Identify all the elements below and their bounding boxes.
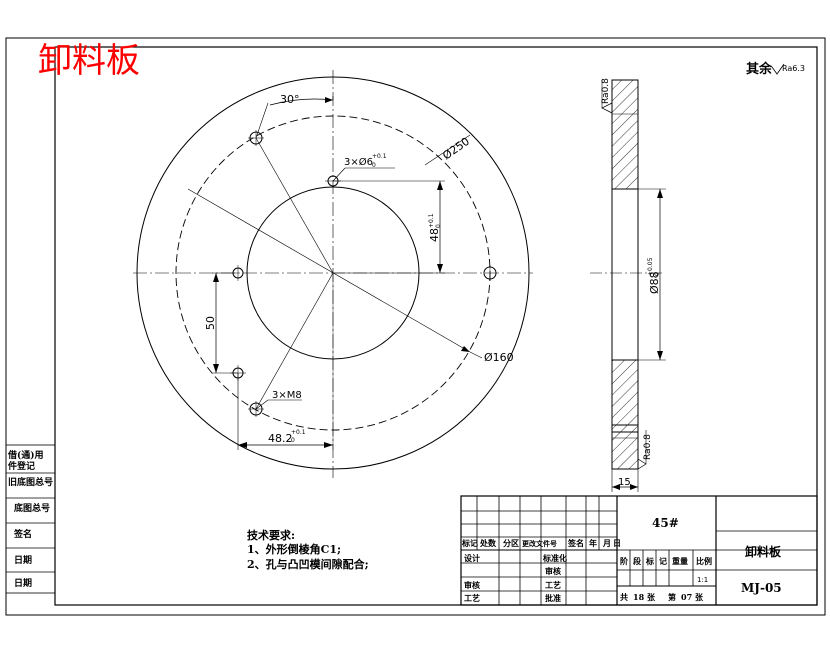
rev-doc: 更改文件号 (522, 539, 557, 548)
bore-base-label: 0 (654, 272, 661, 276)
rev-month: 月 (602, 538, 611, 548)
row-design: 设计 (464, 553, 480, 563)
rev-mark: 标记 (461, 538, 478, 548)
radial-line-30 (255, 137, 334, 274)
scale-value: 1:1 (697, 576, 708, 584)
ra-bottom-label: Ra0.8 (643, 434, 653, 460)
tech-req-heading: 技术要求: (247, 528, 295, 542)
radial-line-lower (255, 272, 334, 410)
dim-48-label: 48 (428, 228, 441, 242)
left-stamp-column (5, 444, 56, 594)
stage-label-4: 记 (659, 556, 667, 566)
section-hatch-top (611, 79, 639, 190)
drawing-number: MJ-05 (741, 581, 782, 595)
sheets-total: 18 (633, 592, 645, 602)
row-craft: 工艺 (464, 593, 480, 603)
tech-req-item-2: 2、孔与凸凹模间隙配合; (247, 557, 369, 571)
pcd-leader (424, 134, 471, 166)
sheets-total-suffix: 张 (647, 592, 656, 602)
front-view (133, 70, 533, 478)
stage-label-2: 段 (633, 556, 641, 566)
tech-req-item-1: 1、外形倒棱角C1; (247, 542, 341, 556)
row-check: 审核 (464, 580, 480, 590)
rev-day: 日 (613, 538, 621, 548)
dim-48-base: 0 (435, 224, 442, 228)
sheets-num-suffix: 张 (695, 592, 704, 602)
screw-leader (255, 399, 269, 410)
hole-base-label: 0 (372, 162, 376, 169)
roughness-rest-value: Ra6.3 (782, 64, 805, 73)
title-stamp: 卸料板 (38, 41, 140, 81)
row-standard: 标准化 (542, 553, 567, 563)
row-review-mid: 审核 (545, 566, 561, 576)
screw-spec-label: 3×M8 (272, 390, 302, 401)
stage-label-3: 标 (645, 556, 654, 566)
outer-dia-label: Ø160 (484, 351, 514, 364)
angle-label: 30° (280, 93, 300, 106)
row-process: 工艺 (545, 580, 561, 590)
rev-zone: 分区 (503, 538, 519, 548)
section-hatch-bottom (611, 359, 639, 470)
title-block (460, 495, 818, 606)
roughness-rest-prefix: 其余 (746, 61, 773, 77)
stamp-date-1: 日期 (14, 554, 32, 566)
radial-line-160 (187, 188, 471, 353)
stamp-base: 底图总号 (14, 502, 50, 514)
stamp-borrow: 借(通)用 (7, 449, 44, 461)
bore-dia-label: Ø88 (648, 271, 661, 294)
sheets-total-prefix: 共 (620, 592, 628, 602)
scale-label: 比例 (696, 556, 712, 566)
roughness-symbol-icon (771, 63, 785, 75)
rev-sign: 签名 (567, 538, 584, 548)
inner-border (54, 46, 818, 606)
dim-48-2-base: 0 (291, 437, 295, 444)
stamp-old-base: 旧底图总号 (8, 476, 53, 488)
dim-48-tol: +0.1 (428, 213, 435, 228)
rev-count: 处数 (479, 538, 497, 548)
row-approve: 批准 (545, 593, 561, 603)
material-value: 45# (652, 516, 679, 530)
stamp-sign: 签名 (13, 528, 32, 540)
dim-48-2-tol: +0.1 (291, 429, 306, 436)
stamp-register: 件登记 (8, 460, 35, 472)
rev-year: 年 (589, 538, 597, 548)
ra-top-label: Ra0.8 (601, 78, 611, 104)
dim-50-label: 50 (204, 316, 217, 330)
weight-label: 重量 (672, 556, 688, 566)
pcd-label: Ø250 (440, 135, 472, 163)
stamp-date-2: 日期 (14, 577, 32, 589)
hole-spec-label: 3×Ø6 (344, 156, 373, 168)
dimension-arrows (213, 97, 470, 448)
hole-leader (332, 167, 346, 182)
sheets-num-prefix: 第 (668, 592, 676, 602)
thickness-label: 15 (618, 477, 631, 488)
stage-label-1: 阶 (620, 556, 628, 566)
dim-48-2-label: 48.2 (268, 432, 293, 445)
bore-tol-label: +0.05 (647, 257, 654, 276)
hole-tol-label: +0.1 (372, 153, 387, 160)
sheets-num: 07 (681, 592, 692, 602)
outer-border (5, 37, 826, 616)
section-view (590, 79, 666, 492)
part-name: 卸料板 (745, 544, 782, 559)
